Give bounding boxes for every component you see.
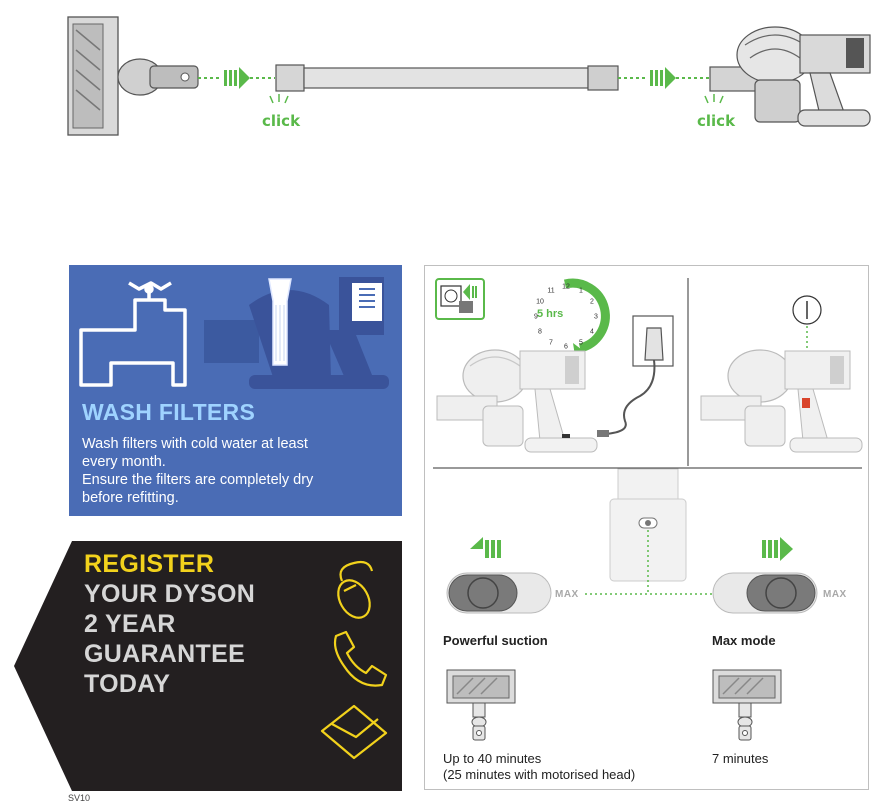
vacuum-charging-illustration (436, 349, 598, 453)
wash-instruction-line: Ensure the filters are completely dry (82, 472, 314, 488)
vacuum-filter-illustration (204, 277, 389, 389)
indicator-light-icon (792, 295, 822, 401)
clock-number: 12 (562, 284, 570, 291)
wash-instruction-line: before refitting. (82, 490, 179, 506)
wash-filters-title: WASH FILTERS (82, 399, 256, 425)
register-guarantee-panel: REGISTER YOUR DYSON 2 YEAR GUARANTEE TOD… (14, 541, 402, 791)
max-runtime: 7 minutes (712, 751, 769, 766)
max-tag-right: MAX (823, 589, 847, 600)
charge-time-label: 5 hrs (537, 308, 564, 320)
register-text-line: YOUR DYSON (84, 580, 256, 608)
max-tag-left: MAX (555, 589, 579, 600)
click-label-left: click (262, 112, 301, 130)
green-arrow-icon (224, 67, 250, 89)
click-label-right: click (697, 112, 736, 130)
powerful-runtime-motorised: (25 minutes with motorised head) (443, 767, 636, 782)
clock-number: 9 (534, 314, 538, 321)
click-spark-icon (704, 94, 724, 104)
vacuum-indicator-illustration (700, 349, 863, 453)
wash-instruction-line: Wash filters with cold water at least (82, 436, 308, 452)
model-code: SV10 (68, 793, 91, 803)
wash-instruction-line: every month. (82, 454, 166, 470)
powerful-suction-label: Powerful suction (443, 633, 548, 648)
charger-illustration (597, 315, 674, 437)
vacuum-body-illustration (709, 26, 871, 127)
envelope-icon (320, 704, 388, 760)
tap-icon (79, 281, 187, 387)
wash-filters-panel: WASH FILTERS Wash filters with cold wate… (69, 265, 402, 516)
powerful-runtime: Up to 40 minutes (443, 751, 542, 766)
mode-switch-powerful (446, 572, 552, 614)
mouse-icon (337, 560, 374, 619)
max-mode-label: Max mode (712, 633, 776, 648)
cleaner-head-powerful-illustration (446, 669, 516, 741)
green-arrow-right-icon (762, 537, 793, 561)
clock-number: 8 (538, 329, 542, 336)
register-title: REGISTER (84, 550, 215, 578)
clock-number: 1 (579, 288, 583, 295)
assembly-diagram (67, 16, 871, 136)
click-spark-icon (269, 94, 289, 104)
clock-number: 5 (579, 340, 583, 347)
phone-icon (333, 630, 388, 687)
wand-illustration (275, 64, 619, 92)
cleaner-head-max-illustration (712, 669, 782, 741)
register-panel-background (14, 541, 402, 791)
clock-number: 6 (564, 344, 568, 351)
mode-switch-max (712, 572, 818, 614)
cleaner-head-illustration (67, 16, 199, 136)
clock-number: 7 (549, 340, 553, 347)
register-text-line: 2 YEAR (84, 610, 176, 638)
register-text-line: TODAY (84, 670, 171, 698)
trigger-handle-illustration (585, 468, 713, 595)
plug-socket-icon (435, 278, 485, 320)
clock-number: 2 (590, 299, 594, 306)
register-text-line: GUARANTEE (84, 640, 246, 668)
clock-number: 4 (590, 329, 594, 336)
clock-number: 11 (547, 288, 554, 295)
tap-and-filter-illustration (79, 277, 389, 389)
green-arrow-icon (650, 67, 676, 89)
clock-number: 3 (594, 314, 598, 321)
green-arrow-left-icon (470, 537, 501, 561)
clock-number: 10 (536, 299, 544, 306)
